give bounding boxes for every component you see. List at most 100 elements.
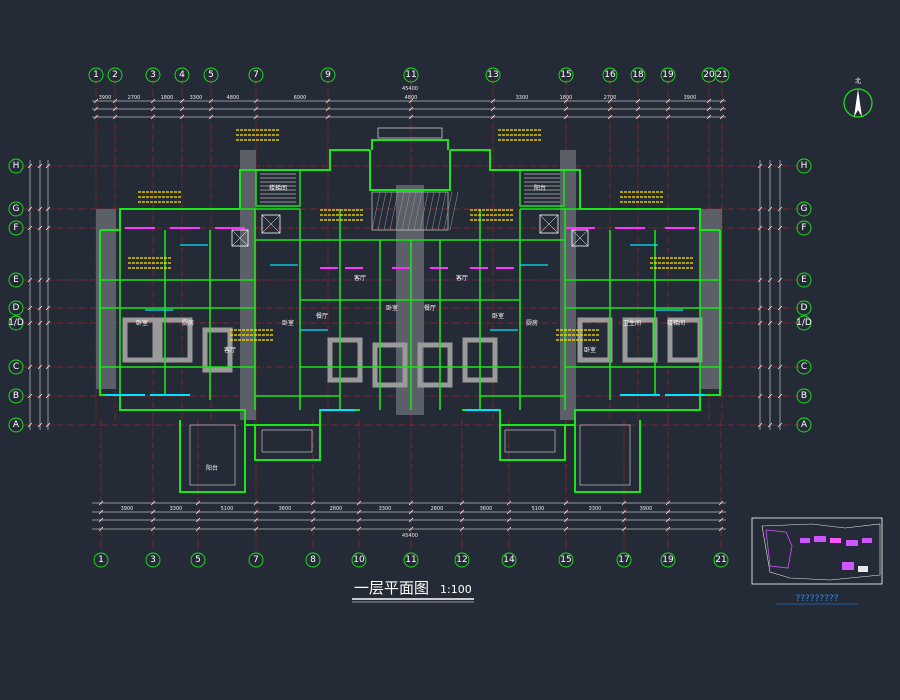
dim-tick bbox=[408, 526, 414, 532]
room-label: 楼梯间 bbox=[667, 319, 685, 327]
dim-text-top: 3900 bbox=[99, 95, 112, 101]
dim-tick bbox=[195, 500, 201, 506]
dim-tick bbox=[27, 277, 33, 283]
axis-bubble-circle bbox=[248, 552, 264, 568]
axis-bubble: 12 bbox=[454, 552, 470, 568]
axis-bubble: 1 bbox=[93, 552, 109, 568]
column-shade bbox=[417, 342, 453, 388]
axis-bubble: E bbox=[796, 272, 812, 288]
axis-bubble-circle bbox=[701, 67, 717, 83]
dim-text-bottom: 3300 bbox=[589, 506, 602, 512]
balcony-rail bbox=[189, 424, 236, 486]
site-road bbox=[765, 529, 793, 569]
dim-tick bbox=[459, 509, 465, 515]
dim-tick bbox=[325, 98, 331, 104]
dim-tick bbox=[777, 305, 783, 311]
axis-bubble: 3 bbox=[145, 67, 161, 83]
site-plan-inset: ????????? bbox=[751, 517, 883, 605]
dim-tick bbox=[179, 106, 185, 112]
axis-bubble-circle bbox=[8, 272, 24, 288]
dim-tick bbox=[490, 106, 496, 112]
axis-bubble-label: 1 bbox=[98, 555, 104, 565]
entrance-step bbox=[377, 127, 443, 139]
dim-tick bbox=[490, 114, 496, 120]
axis-bubble-label: E bbox=[13, 275, 19, 285]
dim-tick bbox=[665, 500, 671, 506]
axis-bubble: F bbox=[8, 220, 24, 236]
axis-bubble-label: F bbox=[801, 223, 806, 233]
inset-frame bbox=[751, 517, 883, 585]
dim-tick bbox=[665, 98, 671, 104]
dim-tick bbox=[635, 106, 641, 112]
dim-tick bbox=[506, 509, 512, 515]
site-building-5 bbox=[862, 538, 872, 543]
dim-tick bbox=[37, 364, 43, 370]
dim-text-bottom: 5100 bbox=[221, 506, 234, 512]
dim-tick bbox=[635, 98, 641, 104]
dim-tick bbox=[706, 106, 712, 112]
axis-bubble-label: 13 bbox=[487, 70, 498, 80]
dimension-lines bbox=[27, 98, 783, 532]
dim-tick bbox=[45, 422, 51, 428]
axis-bubble-circle bbox=[320, 67, 336, 83]
axis-bubble: 19 bbox=[660, 67, 676, 83]
dim-tick bbox=[757, 225, 763, 231]
dim-tick bbox=[112, 106, 118, 112]
axis-bubble-circle bbox=[796, 220, 812, 236]
dim-tick bbox=[408, 114, 414, 120]
dim-text-bottom: 3300 bbox=[379, 506, 392, 512]
axis-bubble-label: C bbox=[801, 362, 807, 372]
dim-tick bbox=[45, 305, 51, 311]
lobby-hatch bbox=[449, 191, 459, 231]
axis-bubble: 21 bbox=[714, 67, 730, 83]
dim-tick bbox=[45, 393, 51, 399]
axis-bubble: C bbox=[8, 359, 24, 375]
elevator-box bbox=[571, 229, 589, 247]
axis-bubble-circle bbox=[796, 417, 812, 433]
axis-bubble: 18 bbox=[630, 67, 646, 83]
dim-tick bbox=[195, 509, 201, 515]
dim-tick bbox=[208, 114, 214, 120]
dim-text-bottom: 3600 bbox=[279, 506, 292, 512]
axis-bubble-circle bbox=[796, 201, 812, 217]
dim-tick bbox=[208, 106, 214, 112]
dim-text-bottom: 2800 bbox=[330, 506, 343, 512]
axis-bubble: 15 bbox=[558, 552, 574, 568]
dim-tick bbox=[150, 98, 156, 104]
balcony-rail bbox=[504, 429, 556, 453]
lobby-hatch bbox=[401, 191, 411, 231]
axis-bubble-label: 11 bbox=[405, 555, 416, 565]
dim-tick bbox=[98, 509, 104, 515]
dim-tick bbox=[563, 509, 569, 515]
dim-tick bbox=[27, 305, 33, 311]
dim-tick bbox=[767, 277, 773, 283]
elevator-box bbox=[539, 214, 559, 234]
axis-bubble-circle bbox=[8, 300, 24, 316]
room-label: 厨房 bbox=[182, 319, 194, 327]
axis-bubble: 7 bbox=[248, 67, 264, 83]
dim-tick bbox=[253, 106, 259, 112]
dim-tick bbox=[767, 364, 773, 370]
dim-tick bbox=[621, 500, 627, 506]
dim-tick bbox=[777, 225, 783, 231]
dim-tick bbox=[356, 517, 362, 523]
drawing-scale: 1:100 bbox=[440, 583, 472, 596]
axis-bubble-circle bbox=[248, 67, 264, 83]
axis-bubble-label: 12 bbox=[456, 555, 467, 565]
axis-bubble-label: 1 bbox=[93, 70, 99, 80]
lobby-hatch bbox=[443, 191, 453, 231]
elevator-box bbox=[261, 214, 281, 234]
north-label: 北 bbox=[855, 77, 861, 85]
dim-text-top: 3300 bbox=[516, 95, 529, 101]
column-shade bbox=[157, 317, 193, 363]
dim-tick bbox=[408, 509, 414, 515]
dim-tick bbox=[356, 526, 362, 532]
axis-bubble-circle bbox=[190, 552, 206, 568]
axis-bubble: 1/D bbox=[8, 315, 24, 331]
hatch-zone bbox=[560, 150, 576, 420]
axis-bubble: 20 bbox=[701, 67, 717, 83]
axis-bubble-circle bbox=[558, 67, 574, 83]
dim-tick bbox=[719, 114, 725, 120]
building-plan bbox=[96, 127, 722, 493]
